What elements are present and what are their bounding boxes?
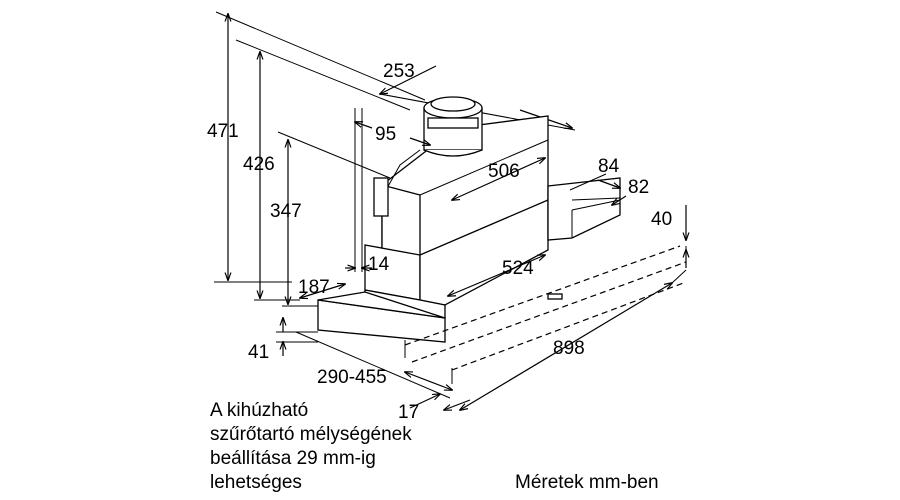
label-17: 17 xyxy=(398,402,419,423)
label-471: 471 xyxy=(207,121,239,142)
note-line-2: szűrőtartó mélységének xyxy=(210,424,412,445)
label-347: 347 xyxy=(270,201,302,222)
adjustment-note: A kihúzható szűrőtartó mélységének beáll… xyxy=(210,399,490,495)
dim-290-455-line xyxy=(295,331,452,399)
note-line-1: A kihúzható xyxy=(210,400,309,421)
label-84: 84 xyxy=(598,156,620,177)
label-14: 14 xyxy=(368,254,390,275)
exhaust-duct xyxy=(423,96,483,157)
label-95: 95 xyxy=(375,124,396,145)
extension-lines xyxy=(214,11,426,307)
dim-84-82-lines xyxy=(569,173,627,205)
label-506: 506 xyxy=(488,161,520,182)
label-290-455: 290-455 xyxy=(317,367,387,388)
label-524: 524 xyxy=(502,258,534,279)
units-caption: Méretek mm-ben xyxy=(515,472,659,493)
label-40: 40 xyxy=(651,209,672,230)
dim-95-line xyxy=(355,122,430,145)
label-82: 82 xyxy=(628,177,649,198)
note-line-3: beállítása 29 mm-ig xyxy=(210,448,376,469)
note-line-4: lehetséges xyxy=(210,472,302,493)
label-41: 41 xyxy=(248,342,269,363)
label-898: 898 xyxy=(553,338,585,359)
dim-187-line xyxy=(300,284,345,298)
label-426: 426 xyxy=(243,154,275,175)
dim-506-line xyxy=(452,158,545,200)
label-187: 187 xyxy=(298,277,330,298)
label-253: 253 xyxy=(383,61,415,82)
dim-41-line xyxy=(276,318,318,356)
dim-898-line xyxy=(460,269,687,410)
dim-17-line xyxy=(409,394,471,410)
